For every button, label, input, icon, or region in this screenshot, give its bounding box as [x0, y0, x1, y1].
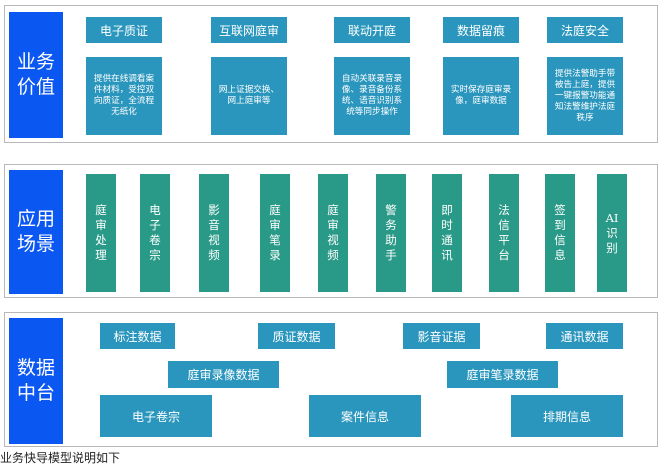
data-item-trial-transcript: 庭审笔录数据 [447, 361, 558, 388]
data-item-av-evidence: 影音证据 [403, 323, 480, 349]
scenario-item-2: 电子卷宗 [140, 174, 170, 292]
business-desc-5: 提供法警助手带被告上庭，提供一键报警功能通知法警维护法庭秩序 [547, 57, 623, 135]
business-desc-3: 自动关联录音录像、录音备份系统、语音识别系统等同步操作 [334, 57, 410, 135]
data-item-case-info: 案件信息 [309, 395, 421, 437]
data-item-evidence: 质证数据 [258, 323, 335, 349]
scenario-item-3: 影音视频 [199, 174, 229, 292]
business-title-2: 互联网庭审 [211, 17, 287, 43]
data-platform-label: 数据 中台 [9, 318, 63, 444]
scenario-item-5: 庭审视频 [318, 174, 348, 292]
scenario-item-7: 即时通讯 [432, 174, 462, 292]
data-item-annotation: 标注数据 [100, 323, 175, 349]
business-title-1: 电子质证 [86, 17, 162, 43]
scenario-item-8: 法信平台 [489, 174, 519, 292]
business-title-4: 数据留痕 [443, 17, 519, 43]
data-item-trial-video: 庭审录像数据 [168, 361, 279, 388]
business-value-label: 业务 价值 [9, 12, 63, 138]
business-desc-2: 网上证据交换、网上庭审等 [211, 57, 287, 135]
scenario-item-10: AI识别 [597, 174, 627, 292]
business-desc-1: 提供在线调看案件材料，受控双向质证，全流程无纸化 [86, 57, 162, 135]
scenario-item-4: 庭审笔录 [260, 174, 290, 292]
scenario-item-6: 警务助手 [376, 174, 406, 292]
data-item-communication: 通讯数据 [546, 323, 623, 349]
scenario-item-1: 庭审处理 [86, 174, 116, 292]
business-desc-4: 实时保存庭审录像，庭审数据 [443, 57, 519, 135]
business-title-5: 法庭安全 [547, 17, 623, 43]
scenario-item-9: 签到信息 [545, 174, 575, 292]
data-item-e-dossier: 电子卷宗 [100, 395, 212, 437]
business-title-3: 联动开庭 [334, 17, 410, 43]
caption-text: 业务快导模型说明如下 [0, 451, 121, 465]
application-scenarios-label: 应用 场景 [9, 170, 63, 294]
data-item-schedule: 排期信息 [511, 395, 623, 437]
